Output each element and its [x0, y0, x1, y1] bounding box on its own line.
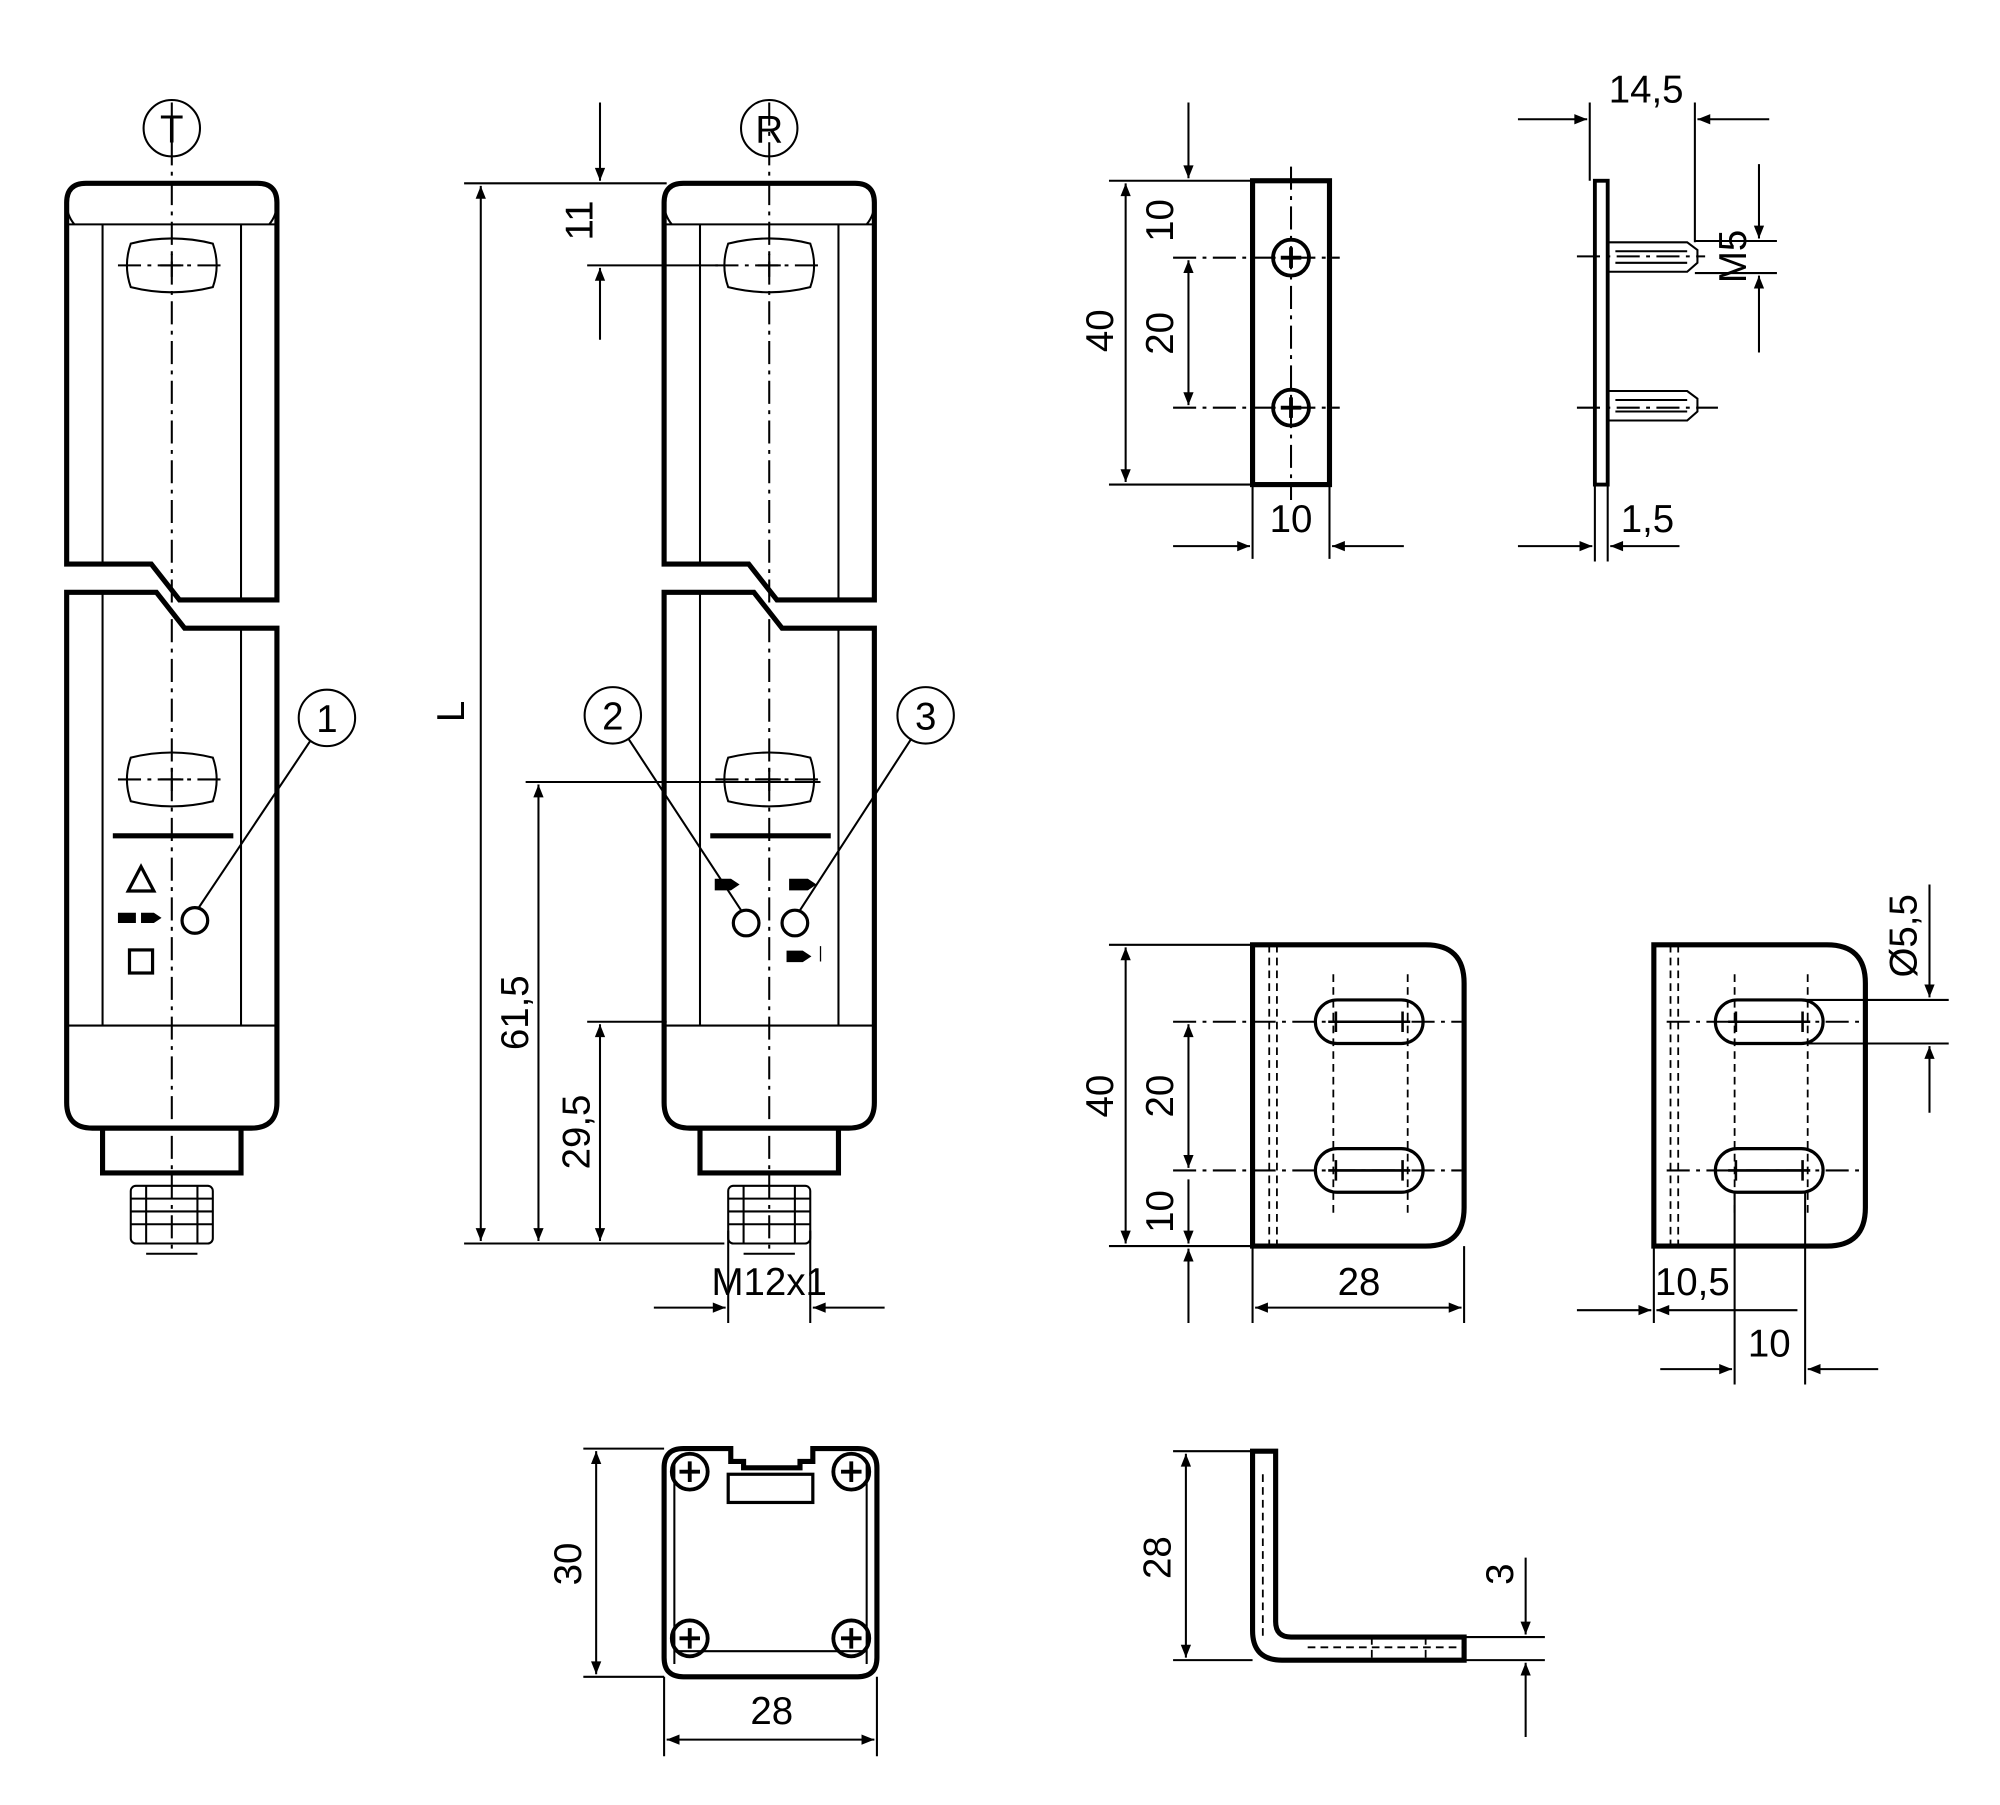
callout-1: 1	[316, 698, 337, 741]
angle-bracket-front-view: 40 20 10 28	[1079, 942, 1467, 1323]
dim-10-5: 10,5	[1655, 1261, 1730, 1304]
dim-28-end: 28	[750, 1690, 793, 1733]
dim-20: 20	[1139, 312, 1182, 355]
led-indicator	[180, 906, 210, 935]
dim-40: 40	[1079, 309, 1122, 352]
arrow-icon	[117, 912, 162, 924]
dim-20-b: 20	[1139, 1075, 1182, 1118]
dim-30: 30	[547, 1543, 590, 1586]
dim-11: 11	[558, 201, 601, 241]
dim-28-side: 28	[1137, 1536, 1180, 1579]
dim-10-b: 10	[1139, 1190, 1182, 1233]
dim-10-c: 10	[1748, 1322, 1791, 1365]
square-icon	[127, 948, 155, 975]
dim-14-5: 14,5	[1609, 69, 1684, 112]
dim-diameter-5-5: Ø5,5	[1883, 894, 1926, 977]
dim-1-5: 1,5	[1621, 498, 1674, 541]
callout-3: 3	[915, 695, 936, 738]
receiver-view: R 2 3 L 11 61,5 29,5 M12x1	[430, 98, 955, 1323]
dim-28: 28	[1338, 1261, 1381, 1304]
arrow-icons	[714, 878, 822, 963]
angle-bracket-side-view: 28 3	[1137, 1448, 1545, 1738]
transmitter-view: T 1	[67, 98, 357, 1254]
dim-width-10: 10	[1270, 498, 1313, 541]
dim-length: L	[430, 701, 473, 722]
marker-t: T	[160, 108, 184, 151]
callout-2: 2	[602, 695, 623, 738]
marker-r: R	[755, 108, 783, 151]
dim-10: 10	[1139, 199, 1182, 242]
dim-m12x1: M12x1	[712, 1261, 827, 1304]
dim-29-5: 29,5	[556, 1095, 599, 1170]
plate-side-view: 14,5 M5 1,5	[1517, 69, 1777, 562]
marker-circle-t	[142, 98, 202, 158]
plate-front-view: 40 10 20 10	[1079, 102, 1404, 559]
sensor-end-view: 30 28	[547, 1446, 880, 1757]
dim-40-b: 40	[1079, 1075, 1122, 1118]
dim-61-5: 61,5	[494, 975, 537, 1050]
dim-3: 3	[1479, 1564, 1522, 1585]
angle-bracket-front-view-2: Ø5,5 10,5 10	[1576, 884, 1949, 1385]
dim-m5: M5	[1712, 230, 1755, 283]
warning-icon	[125, 863, 157, 893]
